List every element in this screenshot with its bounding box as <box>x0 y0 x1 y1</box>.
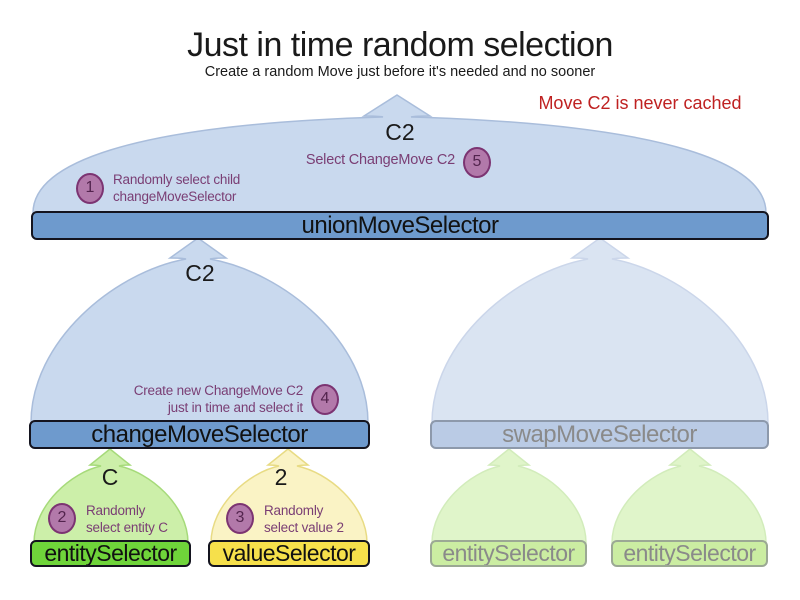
change-move-selector-bar: changeMoveSelector <box>29 420 370 449</box>
step-3-badge: 3 <box>226 503 254 534</box>
step-3-line1: Randomly <box>264 503 324 518</box>
entity-arrow-item-label: C <box>101 464 119 490</box>
step-3-text: Randomly select value 2 <box>264 503 344 536</box>
entity-selector-faded-bar-1: entitySelector <box>430 540 587 567</box>
union-move-arrow-shape <box>32 94 767 214</box>
entity-faded-arrow-shape-1 <box>431 448 587 544</box>
step-4-text: Create new ChangeMove C2 just in time an… <box>134 383 303 416</box>
entity-faded-arrow-shape-2 <box>611 448 767 544</box>
step-4-badge: 4 <box>311 384 339 415</box>
entity-selector-faded-bar-2: entitySelector <box>611 540 768 567</box>
value-selector-bar: valueSelector <box>208 540 370 567</box>
entity-selector-bar: entitySelector <box>30 540 191 567</box>
step-1-line2: changeMoveSelector <box>113 188 237 204</box>
swap-move-selector-bar: swapMoveSelector <box>430 420 769 449</box>
step-5-text: Select ChangeMove C2 <box>306 152 455 169</box>
change-arrow-move-label: C2 <box>185 260 215 286</box>
page-subtitle: Create a random Move just before it's ne… <box>204 64 596 80</box>
step-4-line1: Create new ChangeMove C2 <box>133 383 303 398</box>
step-5-line1: Select ChangeMove C2 <box>305 152 455 168</box>
step-1-line1: Randomly select child <box>113 172 241 187</box>
step-2-text: Randomly select entity C <box>86 503 168 536</box>
page-title: Just in time random selection <box>187 26 613 64</box>
union-arrow-move-label: C2 <box>385 119 415 145</box>
step-2-line2: select entity C <box>86 519 168 535</box>
step-2-badge: 2 <box>48 503 76 534</box>
step-3-line2: select value 2 <box>264 519 344 535</box>
step-5-badge: 5 <box>463 147 491 178</box>
change-move-arrow-shape <box>30 237 369 424</box>
swap-move-arrow-shape-faded <box>431 237 769 424</box>
union-move-selector-bar: unionMoveSelector <box>31 211 769 240</box>
step-2-line1: Randomly <box>86 503 146 518</box>
value-arrow-item-label: 2 <box>274 464 288 490</box>
step-1-text: Randomly select child changeMoveSelector <box>113 172 240 205</box>
cache-note: Move C2 is never cached <box>538 93 742 113</box>
step-1-badge: 1 <box>76 173 104 204</box>
step-4-line2: just in time and select it <box>167 399 303 415</box>
